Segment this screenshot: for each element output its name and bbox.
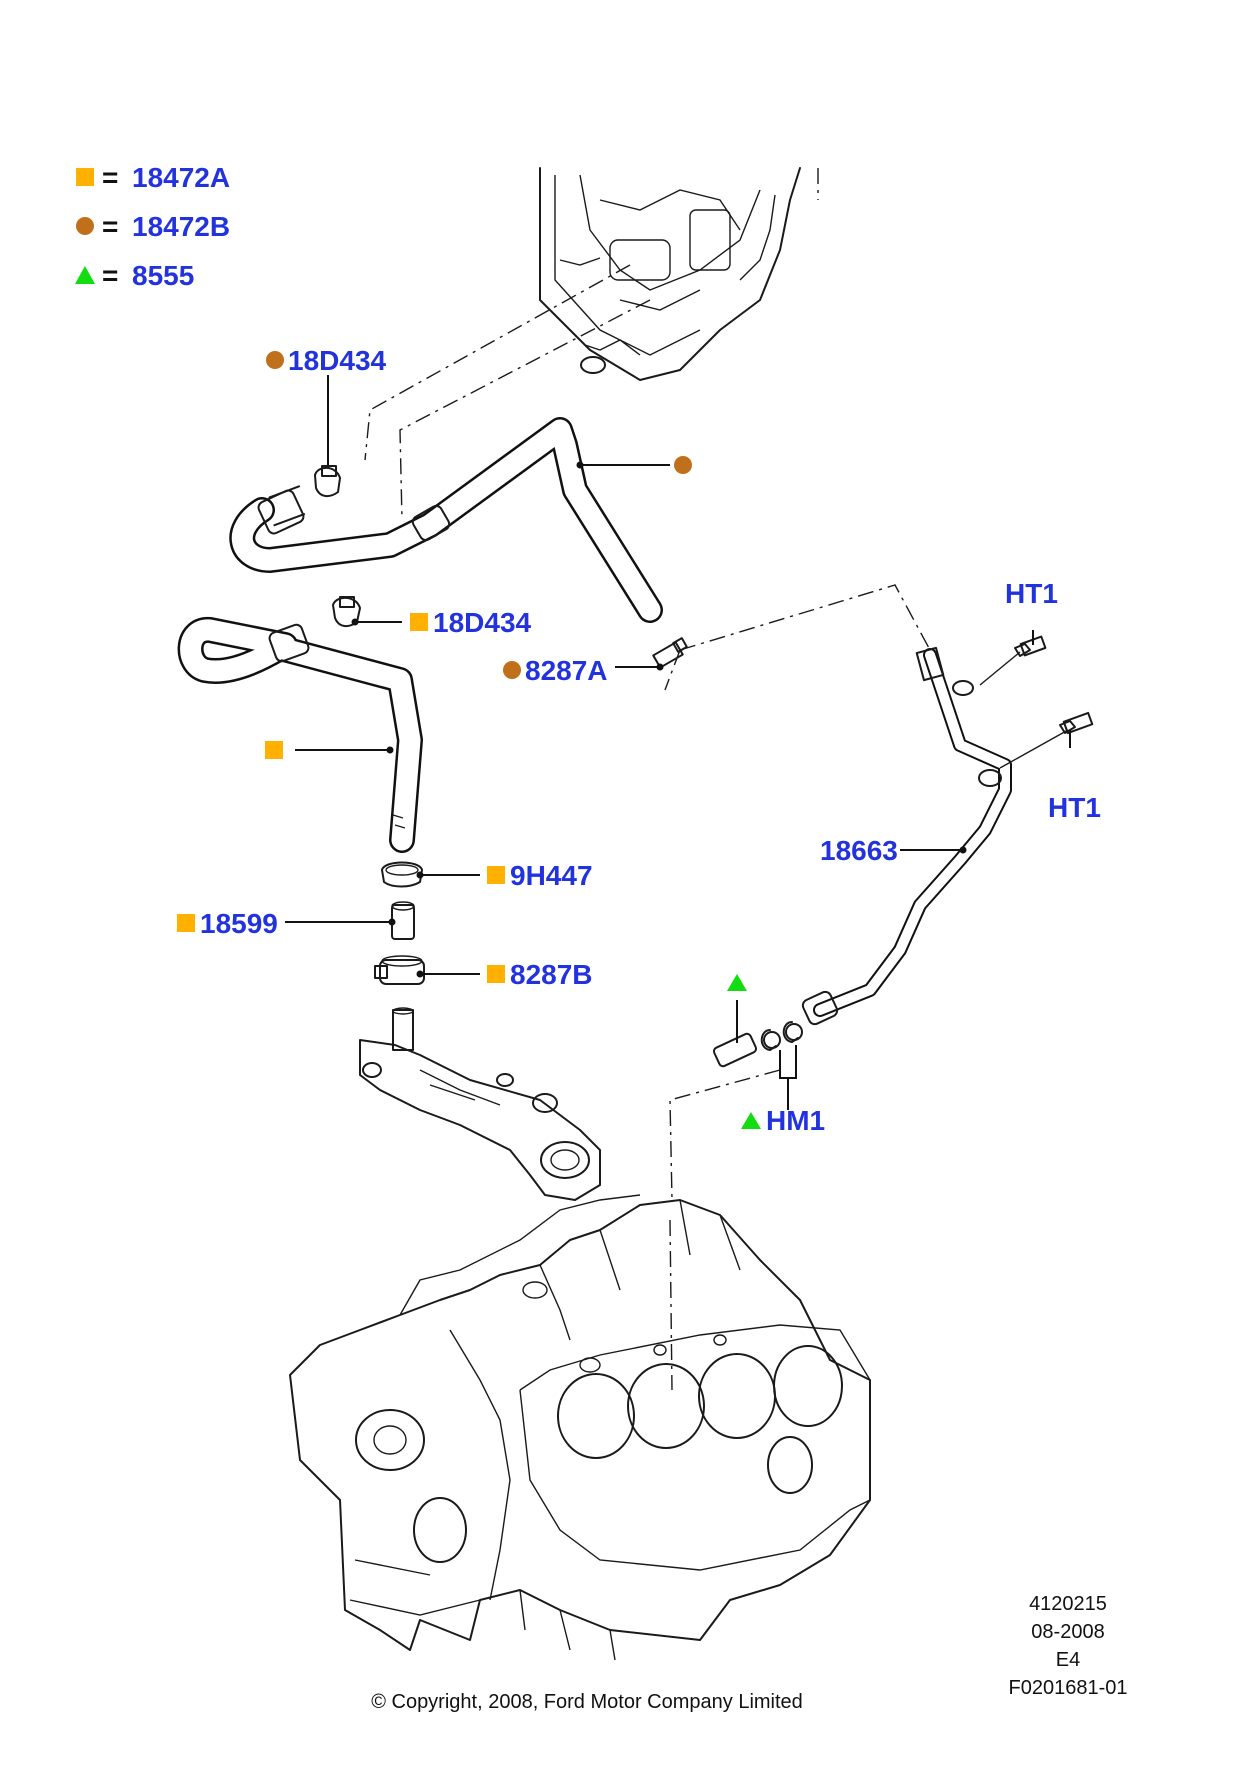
callout-18d434-mid: 18D434: [433, 607, 532, 638]
square-marker-9h447: [487, 866, 505, 884]
legend-equals-3: =: [102, 260, 118, 291]
circle-marker-8287a: [503, 661, 521, 679]
circle-marker-upper-hose: [674, 456, 692, 474]
legend-circle-marker: [76, 217, 94, 235]
legend-equals-2: =: [102, 211, 118, 242]
connector-8555-and-hm1-clamps: [712, 1021, 803, 1068]
thermostat-housing-drawing: [359, 1007, 601, 1201]
illustration-code: E4: [1056, 1649, 1080, 1671]
legend: = 18472A = 18472B = 8555: [75, 162, 230, 291]
legend-part-18472a: 18472A: [132, 162, 230, 193]
callout-8287a: 8287A: [525, 655, 608, 686]
callout-ht1-top: HT1: [1005, 578, 1058, 609]
bypass-tube-18663: [801, 646, 1012, 1026]
leader-lines: [285, 375, 1071, 1110]
footer: 4120215 08-2008 E4 F0201681-01 © Copyrig…: [371, 1593, 1127, 1713]
callout-hm1: HM1: [766, 1105, 825, 1136]
lower-coolant-hose: [177, 617, 423, 853]
legend-equals-1: =: [102, 162, 118, 193]
hose-clamp-upper: [314, 465, 341, 498]
callouts: 18D434 18D434 8287A HT1 HT1 18663 9H447 …: [177, 345, 1101, 1136]
ht1-fittings: [979, 635, 1094, 769]
engine-block-drawing: [289, 1194, 871, 1661]
triangle-marker-hm1: [741, 1112, 761, 1129]
square-marker-8287b: [487, 965, 505, 983]
copyright-notice: © Copyright, 2008, Ford Motor Company Li…: [371, 1691, 803, 1713]
quick-connector-8287a: [652, 637, 688, 669]
lower-fittings-stack: [374, 861, 425, 985]
square-marker-18599: [177, 914, 195, 932]
square-marker-18d434: [410, 613, 428, 631]
callout-18599: 18599: [200, 908, 278, 939]
figure-id: F0201681-01: [1009, 1677, 1128, 1699]
legend-square-marker: [76, 168, 94, 186]
square-marker-lower-hose: [265, 741, 283, 759]
callout-ht1-right: HT1: [1048, 792, 1101, 823]
callout-9h447: 9H447: [510, 860, 593, 891]
upper-housing-drawing: [539, 167, 819, 381]
legend-part-8555: 8555: [132, 260, 194, 291]
assembly-guide-lines: [364, 264, 931, 1391]
circle-marker-18d434: [266, 351, 284, 369]
callout-18d434-top: 18D434: [288, 345, 387, 376]
triangle-marker-8555: [727, 974, 747, 991]
upper-coolant-hose: [229, 417, 663, 623]
callout-18663: 18663: [820, 835, 898, 866]
legend-triangle-marker: [75, 266, 95, 284]
illustration-number: 4120215: [1029, 1593, 1107, 1615]
legend-part-18472b: 18472B: [132, 211, 230, 242]
illustration-date: 08-2008: [1031, 1621, 1104, 1643]
callout-8287b: 8287B: [510, 959, 593, 990]
